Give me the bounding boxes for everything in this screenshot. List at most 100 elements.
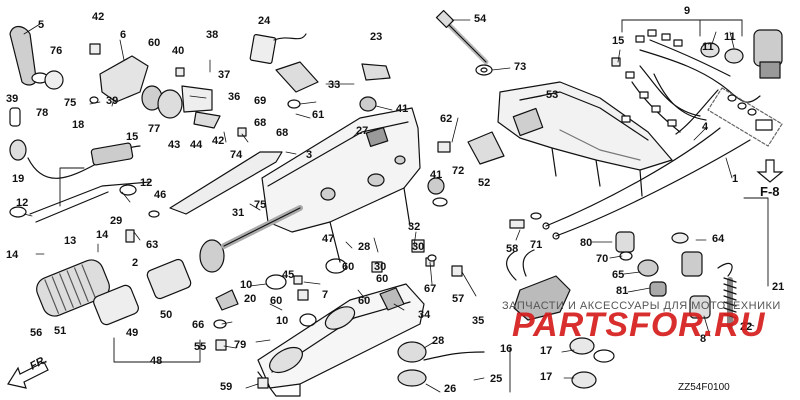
callout-7: 7 (322, 289, 329, 301)
callout-35: 35 (472, 315, 485, 327)
callout-30b: 30 (374, 261, 387, 273)
callout-34: 34 (418, 309, 431, 321)
callout-75a: 75 (64, 97, 77, 109)
callout-79: 79 (234, 339, 247, 351)
callout-31: 31 (232, 207, 245, 219)
callout-57: 57 (452, 293, 465, 305)
callout-16: 16 (500, 343, 513, 355)
callout-68b: 68 (276, 127, 289, 139)
callout-25: 25 (490, 373, 503, 385)
callout-70: 70 (596, 253, 609, 265)
callout-60c: 60 (376, 273, 389, 285)
callout-28b: 28 (432, 335, 445, 347)
callout-32: 32 (408, 221, 421, 233)
callout-12a: 12 (140, 177, 153, 189)
callout-66: 66 (192, 319, 205, 331)
callout-15b: 15 (126, 131, 139, 143)
callout-60d: 60 (270, 295, 283, 307)
callout-59: 59 (220, 381, 233, 393)
callout-50: 50 (160, 309, 173, 321)
front-direction-arrow-icon (7, 361, 49, 389)
wire-harness (621, 29, 783, 135)
callout-12b: 12 (16, 197, 29, 209)
callout-76: 76 (50, 45, 63, 57)
callout-53: 53 (546, 89, 559, 101)
watermark-logo: PARTSFOR.RU (512, 306, 766, 344)
callout-4: 4 (702, 121, 709, 133)
callout-15a: 15 (612, 35, 625, 47)
callout-5: 5 (38, 19, 45, 31)
callout-48: 48 (150, 355, 163, 367)
callout-47: 47 (322, 233, 335, 245)
callout-41b: 41 (430, 169, 443, 181)
callout-67: 67 (424, 283, 437, 295)
rod-13 (29, 181, 151, 215)
callout-30: 30 (412, 241, 425, 253)
callout-33: 33 (328, 79, 341, 91)
callout-81: 81 (616, 285, 629, 297)
callout-65: 65 (612, 269, 625, 281)
callout-29: 29 (110, 215, 123, 227)
callout-68a: 68 (254, 117, 267, 129)
callout-44: 44 (190, 139, 203, 151)
callout-75b: 75 (254, 199, 267, 211)
callout-71: 71 (530, 239, 543, 251)
callout-11b: 11 (724, 31, 736, 43)
callout-51: 51 (54, 325, 67, 337)
callout-52: 52 (478, 177, 491, 189)
callout-27: 27 (356, 125, 369, 137)
callout-23: 23 (370, 31, 383, 43)
callout-42b: 42 (212, 135, 225, 147)
callout-8: 8 (700, 333, 707, 345)
callout-78: 78 (36, 107, 49, 119)
callout-49: 49 (126, 327, 139, 339)
callout-64: 64 (712, 233, 725, 245)
callout-24: 24 (258, 15, 271, 27)
callout-19: 19 (12, 173, 25, 185)
callout-43: 43 (168, 139, 181, 151)
callout-58: 58 (506, 243, 519, 255)
cable-1 (555, 139, 751, 237)
callout-26: 26 (444, 383, 457, 395)
callout-55: 55 (194, 341, 207, 353)
cable-4 (545, 127, 721, 227)
callout-13: 13 (64, 235, 77, 247)
callout-61: 61 (312, 109, 325, 121)
callout-39: 39 (6, 93, 19, 105)
callout-37: 37 (218, 69, 231, 81)
callout-60: 60 (148, 37, 161, 49)
callout-14a: 14 (96, 229, 109, 241)
callout-63: 63 (146, 239, 159, 251)
callout-41a: 41 (396, 103, 409, 115)
callout-74: 74 (230, 149, 243, 161)
lever-31 (169, 151, 283, 215)
callout-17b: 17 (540, 371, 553, 383)
callout-62: 62 (440, 113, 453, 125)
watermark-tagline: ЗАПЧАСТИ И АКСЕССУАРЫ ДЛЯ МОТОТЕХНИКИ (502, 300, 781, 312)
callout-17a: 17 (540, 345, 553, 357)
callout-73: 73 (514, 61, 527, 73)
callout-22: 22 (740, 321, 753, 333)
callout-3: 3 (306, 149, 313, 161)
callout-46: 46 (154, 189, 167, 201)
callout-6: 6 (120, 29, 127, 41)
callout-14b: 14 (6, 249, 19, 261)
section-pointer-arrow-icon (756, 159, 784, 183)
callout-2: 2 (132, 257, 139, 269)
callout-10a: 10 (240, 279, 253, 291)
callout-36: 36 (228, 91, 241, 103)
callout-39b: 39 (106, 95, 119, 107)
throttle-grip (36, 259, 110, 317)
callout-1: 1 (732, 173, 739, 185)
section-reference: F-8 (760, 184, 780, 199)
callout-11a: 11 (702, 41, 714, 53)
callout-60b: 60 (342, 261, 355, 273)
callout-77: 77 (148, 123, 161, 135)
callout-56: 56 (30, 327, 43, 339)
callout-60e: 60 (358, 295, 371, 307)
stop-switch (513, 275, 571, 321)
callout-38: 38 (206, 29, 219, 41)
callout-21: 21 (772, 281, 785, 293)
